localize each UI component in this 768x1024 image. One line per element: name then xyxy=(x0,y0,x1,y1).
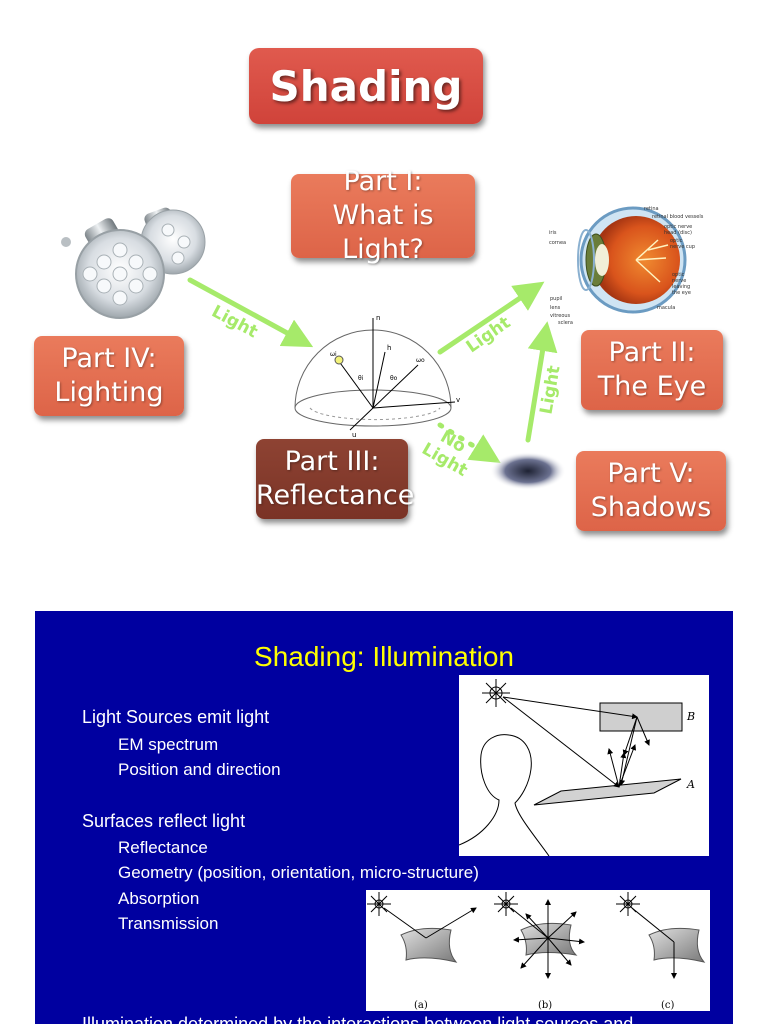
fig1-label-b: B xyxy=(686,710,695,723)
part3-box: Part III: Reflectance xyxy=(256,439,415,519)
svg-text:ωo: ωo xyxy=(416,357,425,364)
bullet-position-direction: Position and direction xyxy=(118,760,281,779)
arrow-no-light xyxy=(437,422,501,463)
fig1-label-a: A xyxy=(686,778,695,791)
bullet-light-sources: Light Sources emit light xyxy=(82,707,270,727)
part5-line2: Shadows xyxy=(590,492,712,523)
slide-title: Shading xyxy=(269,61,463,111)
eye-label-disc: optic nerve head (disc) xyxy=(664,224,693,236)
bullet-em-spectrum: EM spectrum xyxy=(118,735,219,754)
light-arrows xyxy=(187,277,558,463)
part4-line2: Lighting xyxy=(54,377,164,408)
bullet-geometry: Geometry (position, orientation, micro-s… xyxy=(118,863,479,882)
fig2-label-c: (c) xyxy=(661,1000,675,1011)
part3-line1: Part III: xyxy=(284,446,380,477)
part5-line1: Part V: xyxy=(607,458,695,489)
label-v: v xyxy=(456,396,460,404)
bullet-illumination-determined: Illumination determined by the interacti… xyxy=(82,1014,634,1024)
illumination-figure: B A xyxy=(458,675,709,857)
fig2-label-a: (a) xyxy=(414,1000,428,1011)
label-u: u xyxy=(352,431,356,439)
part3-line2: Reflectance xyxy=(256,480,415,511)
sun-icon xyxy=(482,679,510,707)
led-bulb-image xyxy=(61,207,206,319)
bullet-transmission: Transmission xyxy=(118,914,219,933)
eye-label-macula: macula xyxy=(657,305,676,311)
part5-box: Part V: Shadows xyxy=(576,451,726,531)
eye-label-cup: optic nerve cup xyxy=(670,238,696,250)
part4-line1: Part IV: xyxy=(61,343,157,374)
bullet-surfaces-reflect: Surfaces reflect light xyxy=(82,811,246,831)
slide-title-box: Shading xyxy=(249,48,483,124)
svg-text:θo: θo xyxy=(390,375,398,382)
part1-line2: What is Light? xyxy=(332,200,434,265)
part1-line1: Part I: xyxy=(343,166,423,197)
eye-anatomy-image xyxy=(577,206,687,314)
svg-text:ωi: ωi xyxy=(330,351,337,358)
illumination-slide: Shading: Illumination Light Sources emit… xyxy=(35,611,733,1024)
part4-box: Part IV: Lighting xyxy=(34,336,184,416)
eye-label-lens: lens xyxy=(550,305,561,311)
eye-label-iris: iris xyxy=(549,230,557,236)
part2-box: Part II: The Eye xyxy=(581,330,723,410)
arrow-bulb-to-surface xyxy=(187,277,314,348)
shadow-blob xyxy=(490,452,566,490)
eye-label-pupil: pupil xyxy=(550,296,563,302)
eye-label-sclera: sclera xyxy=(558,320,573,326)
part1-box: Part I: What is Light? xyxy=(291,166,475,265)
svg-text:θi: θi xyxy=(358,375,364,382)
arrow-shadow-to-eye xyxy=(525,321,558,443)
part2-line2: The Eye xyxy=(597,371,707,402)
eye-label-nerve: optic nerve leaving the eye xyxy=(672,272,691,296)
label-n: n xyxy=(376,314,380,322)
part2-line1: Part II: xyxy=(608,337,696,368)
eye-label-vitreous: vitreous xyxy=(550,313,571,319)
eye-label-vessels: retinal blood vessels xyxy=(652,214,704,220)
fig2-label-b: (b) xyxy=(538,1000,552,1011)
reflectance-diagram: n h v u ωi ωo θi θo xyxy=(294,314,460,439)
bullet-absorption: Absorption xyxy=(118,889,200,908)
arrow-surface-to-eye xyxy=(437,281,545,355)
eye-label-retina: retina xyxy=(644,206,659,212)
bullet-reflectance: Reflectance xyxy=(118,838,208,857)
illumination-title: Shading: Illumination xyxy=(254,641,514,672)
label-h: h xyxy=(387,344,391,352)
reflection-types-figure: (a) (b) (c) xyxy=(366,890,710,1011)
eye-label-cornea: cornea xyxy=(549,240,567,246)
